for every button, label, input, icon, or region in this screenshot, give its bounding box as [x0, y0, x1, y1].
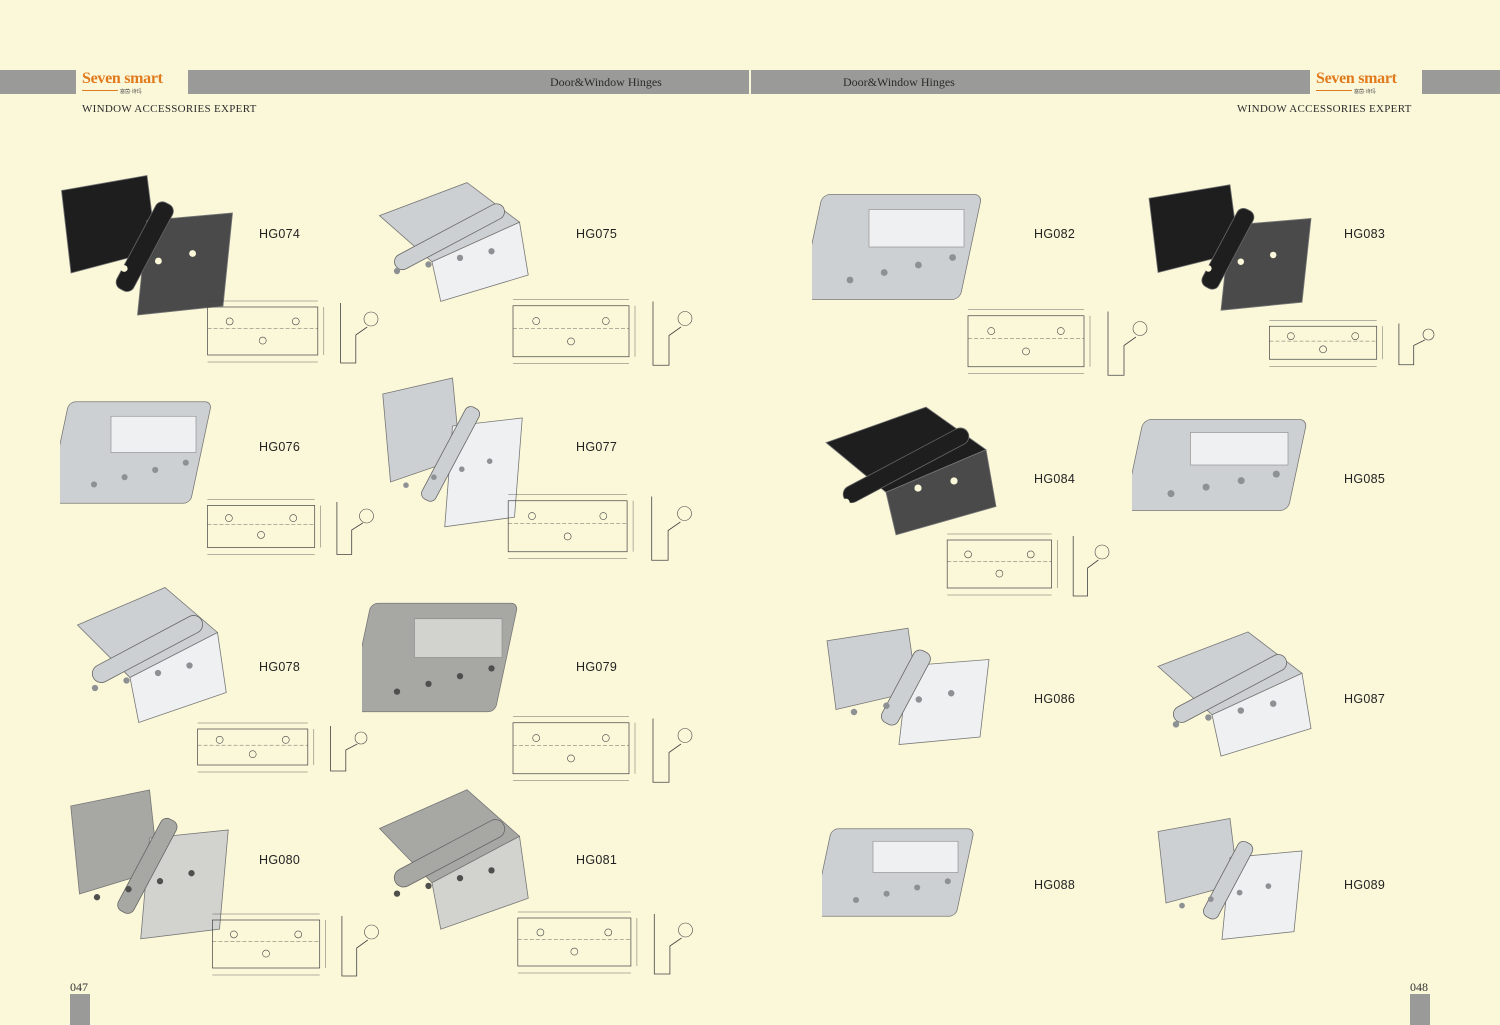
product-code: HG082: [1034, 227, 1076, 241]
logo-underline: [82, 90, 118, 91]
hinge-photo: [1140, 178, 1320, 313]
technical-drawing: [940, 528, 1120, 608]
technical-drawing: [205, 908, 390, 988]
logo-underline: [1316, 90, 1352, 91]
logo-text: Seven smart: [1316, 70, 1397, 87]
hinge-photo: [806, 400, 1006, 542]
hinge-photo: [62, 782, 237, 942]
technical-drawing: [200, 495, 385, 565]
footer-bar-right: [1410, 994, 1430, 1025]
product-code: HG083: [1344, 227, 1386, 241]
logo-text: Seven smart: [82, 70, 163, 87]
product-code: HG084: [1034, 472, 1076, 486]
hinge-photo: [818, 622, 998, 747]
product-code: HG080: [259, 853, 301, 867]
product-code: HG075: [576, 227, 618, 241]
product-code: HG086: [1034, 692, 1076, 706]
technical-drawing: [200, 295, 390, 375]
product-code: HG085: [1344, 472, 1386, 486]
hinge-photo: [362, 782, 537, 937]
technical-drawing: [1262, 318, 1447, 373]
hinge-photo: [52, 168, 242, 318]
hinge-photo: [1150, 812, 1310, 942]
product-code: HG088: [1034, 878, 1076, 892]
product-code: HG087: [1344, 692, 1386, 706]
hinge-photo: [1140, 625, 1320, 763]
technical-drawing: [510, 906, 705, 986]
hinge-photo: [813, 810, 992, 935]
technical-drawing: [505, 293, 705, 378]
technical-drawing: [505, 710, 705, 795]
product-code: HG079: [576, 660, 618, 674]
page-number-right: 048: [1410, 980, 1428, 994]
hinge-photo: [60, 580, 235, 730]
product-code: HG078: [259, 660, 301, 674]
hinge-photo: [801, 172, 1002, 322]
footer-bar-left: [70, 994, 90, 1025]
product-code: HG081: [576, 853, 618, 867]
product-code: HG076: [259, 440, 301, 454]
product-code: HG089: [1344, 878, 1386, 892]
page-number-left: 047: [70, 980, 88, 994]
hinge-photo: [362, 176, 537, 308]
brand-logo-left: Seven smart 塞茵·诗玛: [76, 69, 188, 96]
product-code: HG077: [576, 440, 618, 454]
technical-drawing: [960, 303, 1160, 388]
hinge-photo: [348, 580, 537, 735]
product-code: HG074: [259, 227, 301, 241]
tagline-left: WINDOW ACCESSORIES EXPERT: [82, 103, 257, 115]
section-title-left: Door&Window Hinges: [550, 75, 662, 89]
hinge-photo: [375, 370, 530, 530]
logo-subtext: 塞茵·诗玛: [1354, 89, 1376, 95]
brand-logo-right: Seven smart 塞茵·诗玛: [1310, 69, 1422, 96]
hinge-photo: [48, 380, 230, 525]
tagline-right: WINDOW ACCESSORIES EXPERT: [1237, 103, 1412, 115]
technical-drawing: [500, 488, 705, 573]
hinge-photo: [1125, 400, 1327, 530]
technical-drawing: [190, 720, 380, 780]
logo-subtext: 塞茵·诗玛: [120, 89, 142, 95]
section-title-right: Door&Window Hinges: [843, 75, 955, 89]
